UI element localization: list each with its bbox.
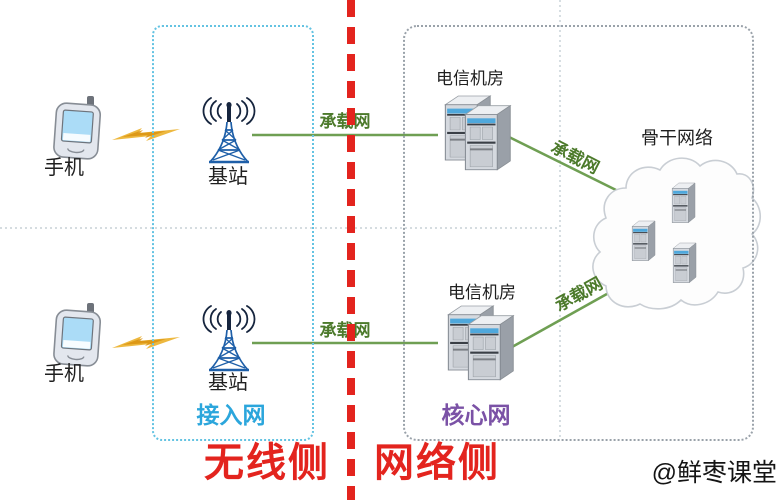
telecom-room-label: 电信机房: [448, 283, 516, 302]
grid-guide-lines: [0, 0, 561, 437]
core-network-zone-label: 核心网: [441, 402, 511, 428]
mobile-phone-icon: [52, 95, 102, 161]
backbone-server-icon: [672, 242, 697, 283]
backbone-server-icon: [631, 220, 656, 261]
backbone-cloud: [592, 157, 762, 310]
wireless-lightning-icon: [112, 128, 180, 141]
backbone-server-icon: [671, 182, 696, 223]
base-station-label: 基站: [208, 166, 248, 188]
bearer-link-lines: [252, 133, 617, 349]
base-station-tower-icon: [202, 304, 256, 372]
phone-label: 手机: [44, 363, 84, 385]
base-station-tower-icon: [202, 96, 256, 164]
bearer-network-label: 承载网: [319, 112, 371, 131]
watermark-credit: @鲜枣课堂: [651, 459, 777, 487]
side-divider-line: [347, 0, 355, 500]
phone-label: 手机: [44, 157, 84, 179]
base-station-label: 基站: [208, 372, 248, 394]
bearer-network-label: 承载网: [319, 321, 371, 340]
bearer-link-bottom-diagonal: [511, 288, 615, 349]
network-side-label: 网络侧: [374, 441, 500, 485]
equipment-rack-pair-icon: [447, 305, 514, 381]
wireless-side-label: 无线侧: [204, 441, 330, 485]
telecom-room-label: 电信机房: [436, 69, 504, 88]
access-network-zone-label: 接入网: [196, 402, 266, 428]
equipment-rack-pair-icon: [444, 95, 511, 171]
mobile-phone-icon: [52, 302, 102, 368]
backbone-network-label: 骨干网络: [641, 128, 713, 148]
wireless-lightning-icon: [112, 336, 180, 349]
bearer-link-top-diagonal: [508, 135, 617, 192]
